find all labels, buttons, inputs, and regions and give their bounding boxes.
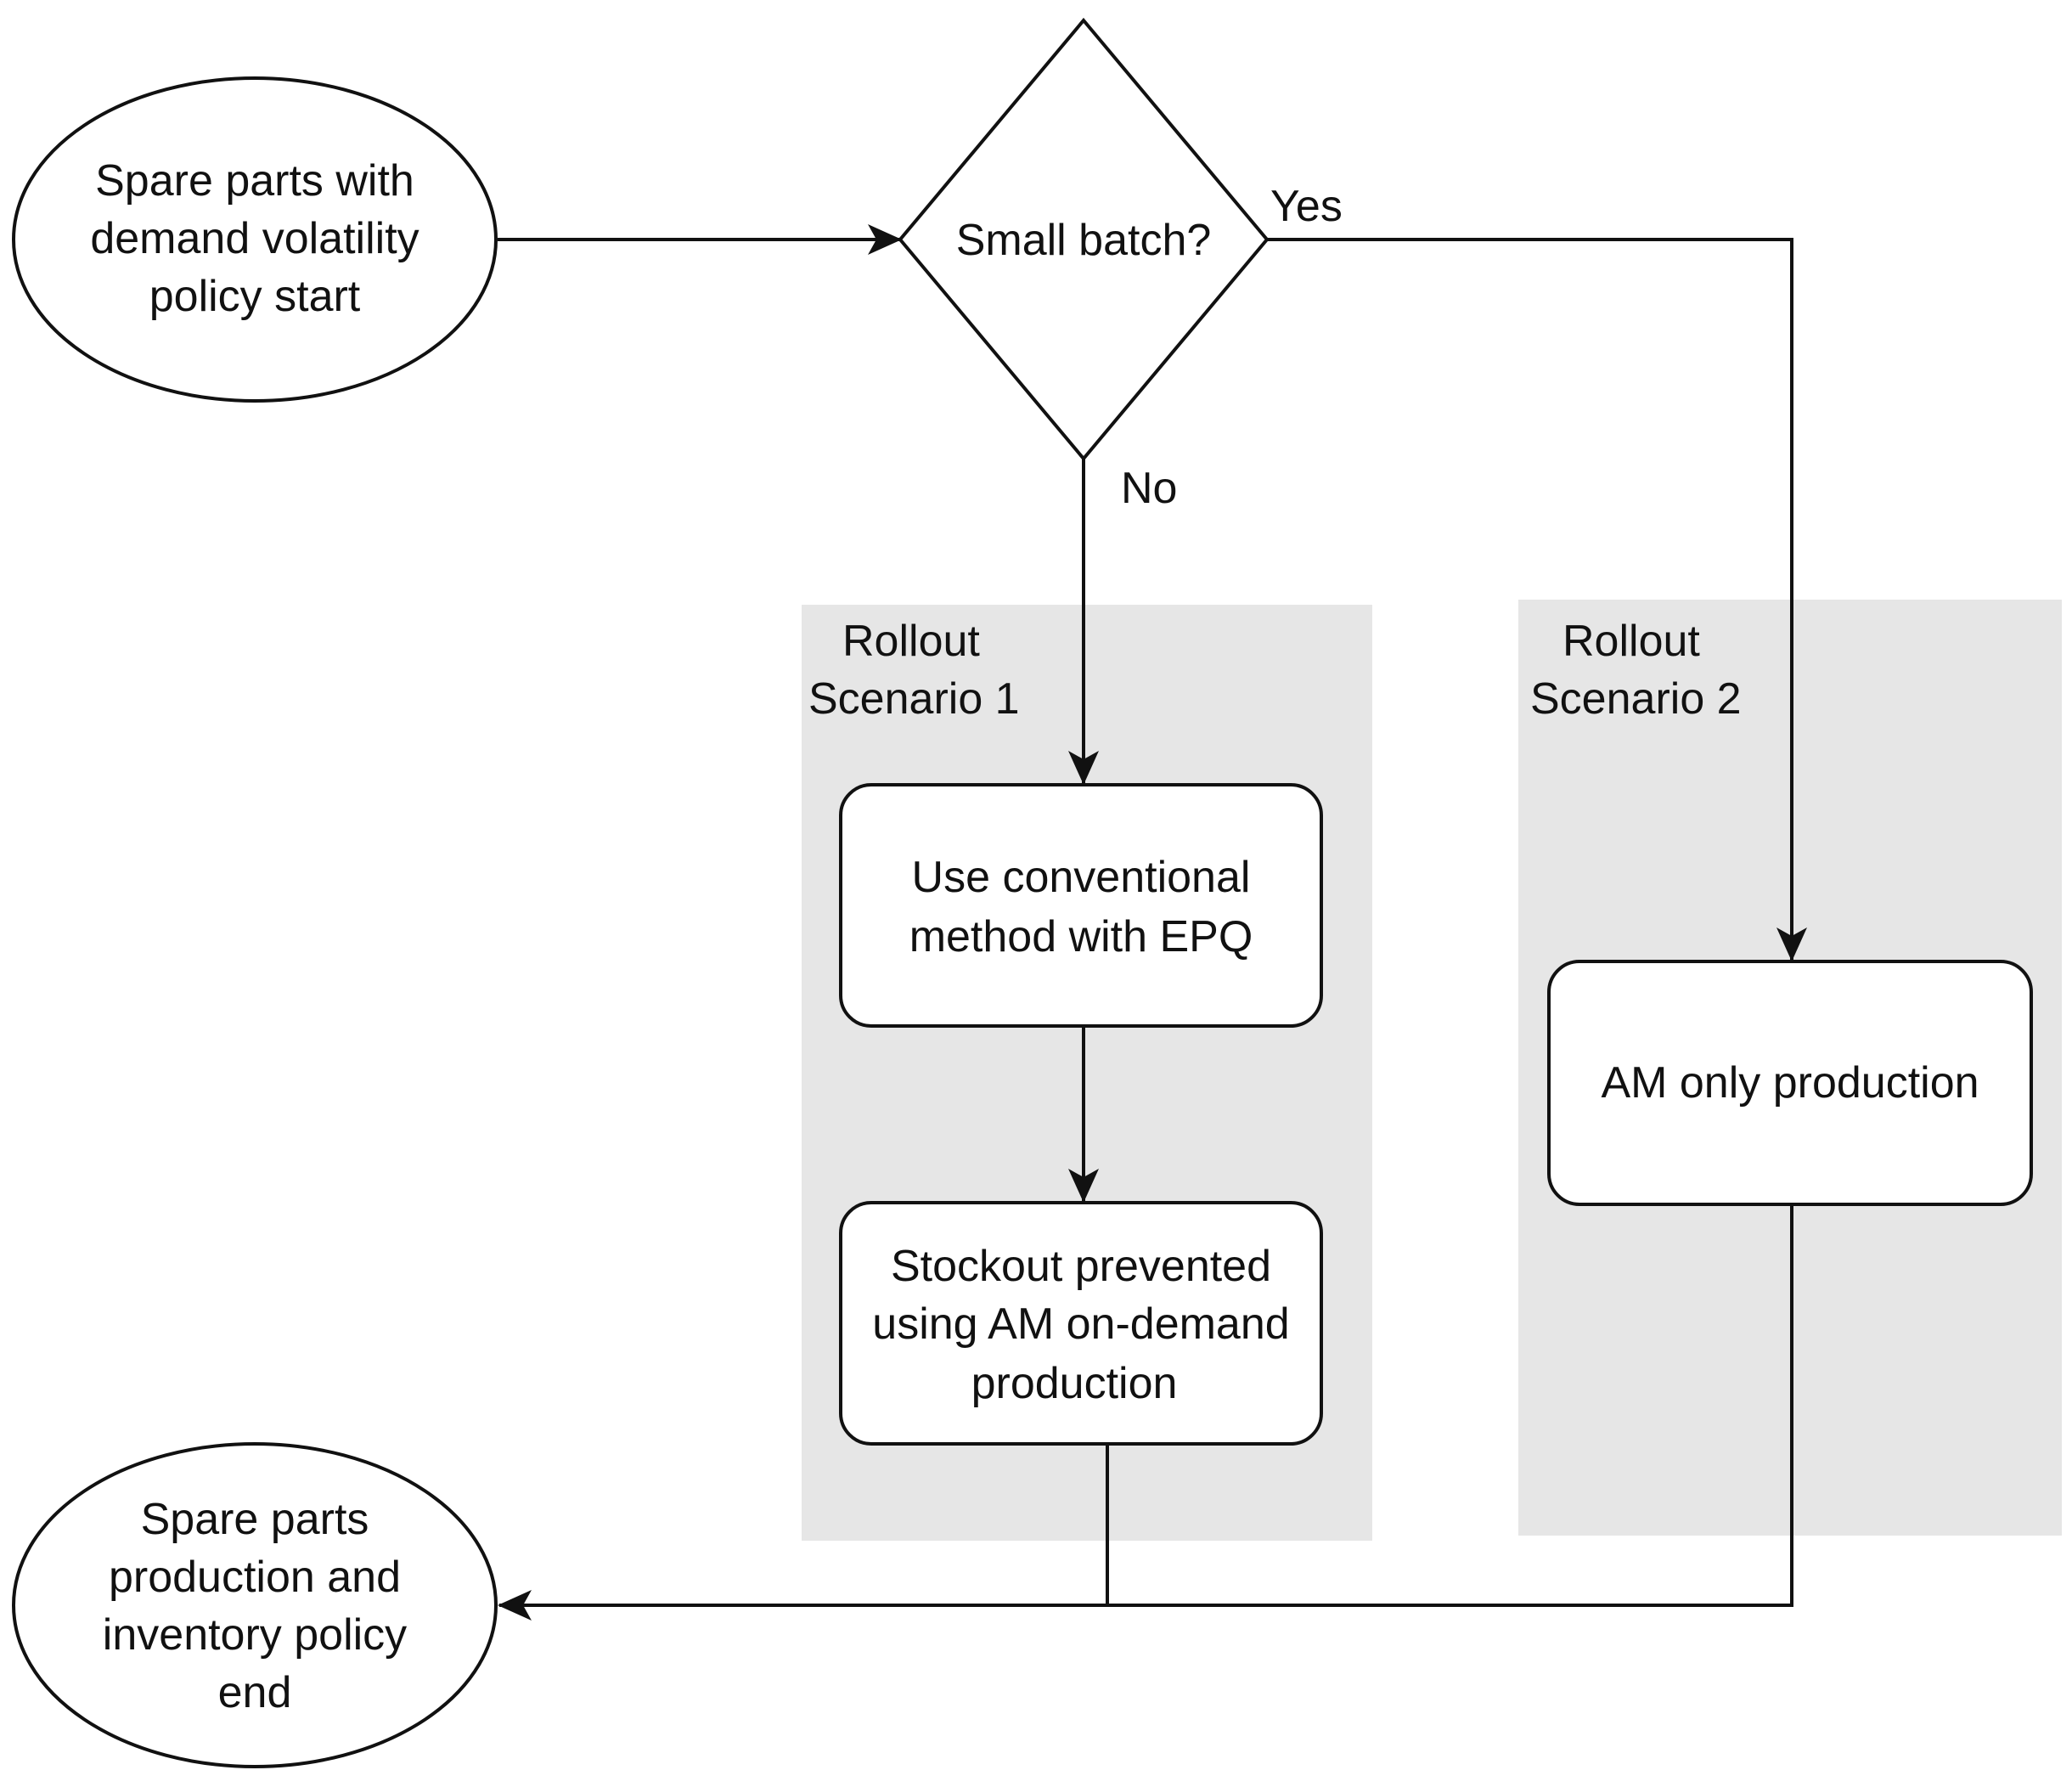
yes-label: Yes <box>1270 182 1343 231</box>
no-label: No <box>1121 464 1177 513</box>
decision-node: Small batch? <box>898 17 1270 462</box>
scenario-2-label-line-1: Rollout <box>1562 617 1700 666</box>
stockout-node-line-2: using AM on-demand <box>872 1299 1289 1349</box>
am-only-node-text: AM only production <box>1601 1058 1979 1108</box>
scenario-1-label-line-1: Rollout <box>842 617 980 666</box>
end-node-line-2: production and <box>109 1553 401 1602</box>
stockout-node-line-1: Stockout prevented <box>891 1242 1271 1291</box>
start-node: Spare parts with demand volatility polic… <box>12 76 498 403</box>
end-node-line-3: inventory policy <box>103 1610 407 1660</box>
end-node: Spare parts production and inventory pol… <box>12 1442 498 1768</box>
edge-am-only-to-end <box>498 1204 1793 1621</box>
stockout-prevented-node: Stockout prevented using AM on-demand pr… <box>839 1201 1323 1446</box>
start-node-line-3: policy start <box>149 272 361 321</box>
end-node-line-1: Spare parts <box>141 1495 369 1544</box>
conventional-node-line-1: Use conventional <box>912 853 1251 902</box>
start-node-line-2: demand volatility <box>90 214 419 263</box>
am-only-production-node: AM only production <box>1547 960 2033 1206</box>
conventional-method-node: Use conventional method with EPQ <box>839 783 1323 1028</box>
conventional-node-line-2: method with EPQ <box>909 912 1253 961</box>
edge-decision-yes <box>1267 238 1807 961</box>
stockout-node-line-3: production <box>971 1359 1178 1408</box>
start-node-line-1: Spare parts with <box>95 156 414 206</box>
end-node-line-4: end <box>218 1668 292 1717</box>
scenario-1-label-line-2: Scenario 1 <box>808 674 1020 724</box>
decision-node-text: Small batch? <box>956 216 1212 265</box>
scenario-2-label-line-2: Scenario 2 <box>1530 674 1742 724</box>
